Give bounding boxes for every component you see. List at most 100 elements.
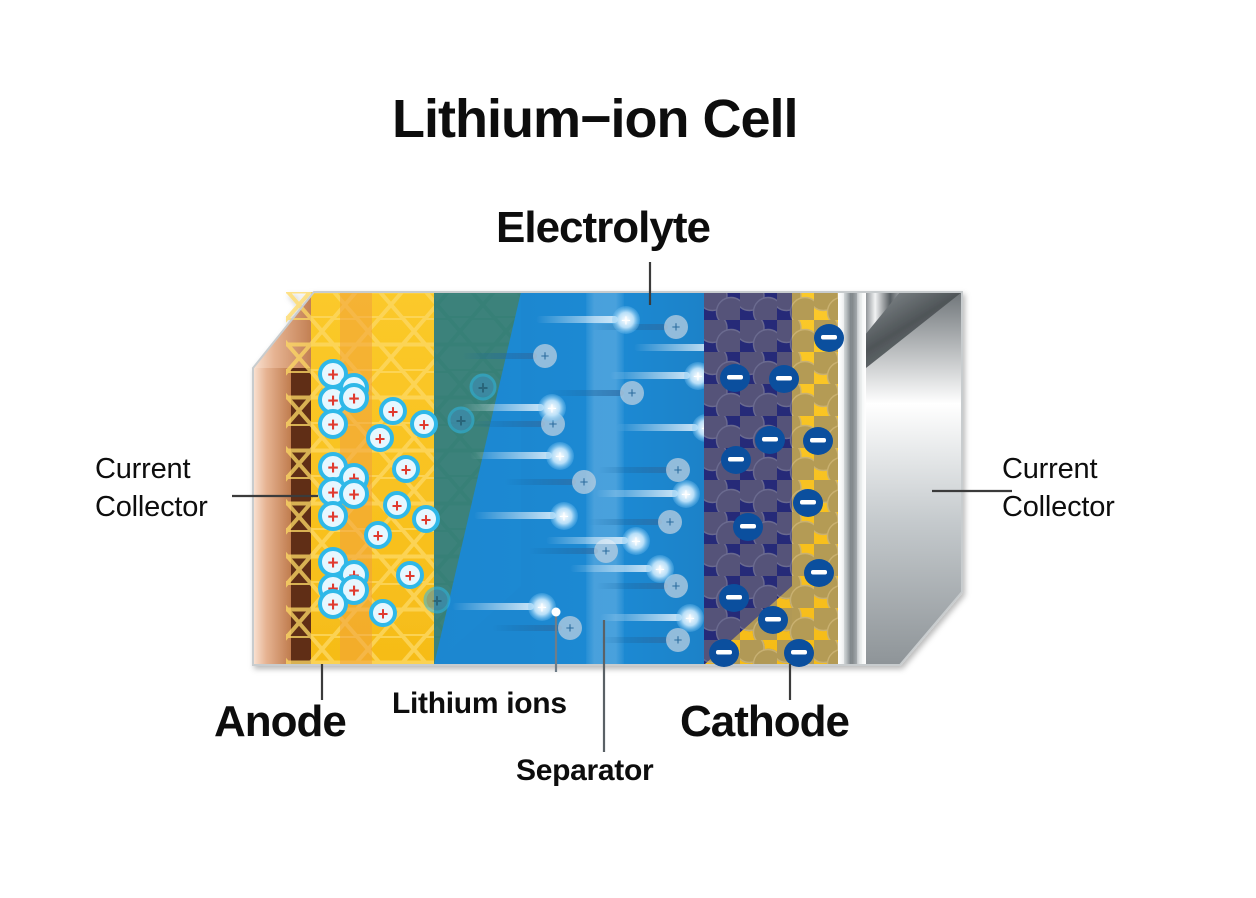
svg-text:+: + [666, 514, 675, 531]
negative-ion [784, 639, 814, 667]
svg-text:+: + [373, 526, 384, 546]
negative-ion [814, 324, 844, 352]
svg-text:+: + [432, 591, 443, 611]
svg-text:+: + [674, 462, 683, 479]
svg-text:+: + [628, 385, 637, 402]
svg-text:+: + [631, 532, 641, 551]
label-electrolyte: Electrolyte [496, 203, 711, 252]
svg-text:+: + [602, 543, 611, 560]
svg-text:+: + [537, 598, 547, 617]
svg-text:+: + [566, 620, 575, 637]
negative-ion [719, 584, 749, 612]
svg-text:+: + [685, 609, 695, 628]
anode-ion-group: + + + + + + + + + + + + + + + + + + + + [318, 359, 497, 627]
negative-ion [709, 639, 739, 667]
svg-text:+: + [555, 447, 565, 466]
svg-text:+: + [375, 429, 386, 449]
label-current-collector-right: Current Collector [1002, 450, 1115, 526]
electrolyte-ion-group: + + + + + + + + + + + + + + + + + + + + … [452, 306, 711, 652]
negative-ion [733, 513, 763, 541]
svg-text:+: + [421, 510, 432, 530]
lithium-ion: + [339, 479, 369, 509]
svg-text:+: + [701, 419, 711, 438]
svg-text:+: + [405, 566, 416, 586]
svg-text:+: + [559, 507, 569, 526]
lithium-ion: + [339, 575, 369, 605]
negative-ion [755, 426, 785, 454]
svg-text:+: + [401, 460, 412, 480]
svg-text:+: + [580, 474, 589, 491]
svg-text:+: + [348, 389, 359, 410]
negative-ion [769, 365, 799, 393]
label-cathode: Cathode [680, 697, 850, 746]
current-collector-right-line1: Current [1002, 453, 1098, 485]
label-separator: Separator [516, 754, 654, 787]
lithium-ion: + [412, 505, 440, 533]
svg-text:+: + [327, 458, 338, 479]
aluminum-outer-slab [866, 292, 962, 665]
lithium-ion: + [369, 599, 397, 627]
negative-ion [793, 489, 823, 517]
lithium-ion: + [392, 455, 420, 483]
current-collector-aluminum [838, 292, 962, 665]
negative-ion [758, 606, 788, 634]
lithium-ion-marker [551, 607, 561, 617]
negative-ion [721, 446, 751, 474]
current-collector-left-line2: Collector [95, 491, 208, 523]
svg-text:+: + [672, 578, 681, 595]
svg-text:+: + [456, 411, 467, 431]
svg-text:+: + [549, 416, 558, 433]
lithium-ion: + [447, 406, 475, 434]
svg-text:+: + [388, 402, 399, 422]
leader-lines [232, 262, 1012, 752]
ion-cluster-bottom: + + + + + [318, 547, 369, 619]
svg-text:+: + [693, 367, 703, 386]
svg-text:+: + [378, 604, 389, 624]
svg-text:+: + [672, 319, 681, 336]
current-collector-left-line1: Current [95, 453, 191, 485]
lithium-ion: + [366, 424, 394, 452]
label-current-collector-left: Current Collector [95, 450, 208, 526]
lithium-ion: + [364, 521, 392, 549]
svg-text:+: + [327, 595, 338, 616]
copper-front-band [253, 368, 291, 665]
lithium-ion: + [318, 501, 348, 531]
svg-text:+: + [655, 560, 665, 579]
svg-text:+: + [541, 348, 550, 365]
svg-text:+: + [419, 415, 430, 435]
svg-text:+: + [348, 581, 359, 602]
svg-text:+: + [674, 632, 683, 649]
aluminum-bevel [838, 292, 962, 368]
label-lithium-ions: Lithium ions [392, 687, 567, 720]
svg-text:+: + [327, 391, 338, 412]
page-title: Lithium−ion Cell [392, 89, 799, 149]
svg-text:+: + [621, 311, 631, 330]
ion-dim-set: + + + + + + + + + + + [462, 315, 690, 652]
negative-ion [804, 559, 834, 587]
lithium-ion: + [410, 410, 438, 438]
svg-text:+: + [327, 415, 338, 436]
svg-text:+: + [478, 378, 489, 398]
lithium-ion: + [469, 373, 497, 401]
svg-text:+: + [681, 485, 691, 504]
label-anode: Anode [214, 697, 347, 746]
ion-bright-set: + + + + + + + + + + + + [452, 306, 711, 632]
lithium-ion: + [318, 409, 348, 439]
svg-text:+: + [392, 496, 403, 516]
cell-outline [252, 291, 963, 666]
svg-text:+: + [327, 365, 338, 386]
lithium-ion: + [339, 383, 369, 413]
svg-text:+: + [348, 485, 359, 506]
negative-ion [720, 364, 750, 392]
lithium-ion: + [318, 589, 348, 619]
anode-free-ions: + + + + + + + + + + + + [364, 373, 497, 627]
svg-text:+: + [547, 399, 557, 418]
lithium-ion: + [423, 586, 451, 614]
cathode-ion-group [709, 324, 844, 667]
ion-cluster-middle: + + + + + [318, 452, 369, 531]
svg-text:+: + [327, 553, 338, 574]
current-collector-right-line2: Collector [1002, 491, 1115, 523]
lithium-ion: + [379, 397, 407, 425]
